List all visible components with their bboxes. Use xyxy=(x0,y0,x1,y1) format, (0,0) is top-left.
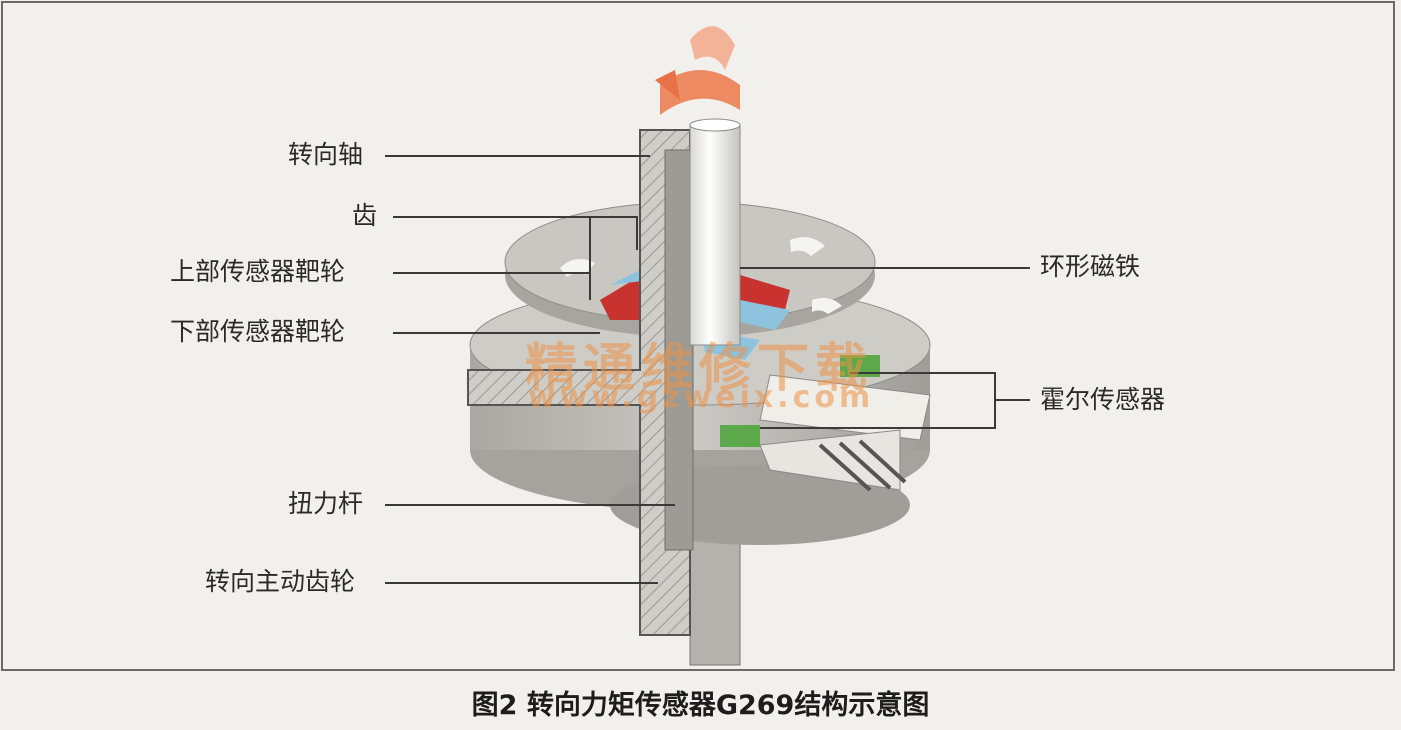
torsion-bar xyxy=(664,149,694,551)
label-pinion-gear: 转向主动齿轮 xyxy=(205,567,356,596)
watermark-text: 精通维修下载 xyxy=(525,338,874,399)
steering-shaft xyxy=(689,118,741,346)
watermark-url: www.gzweix.com xyxy=(528,380,875,415)
label-lower-target-wheel: 下部传感器靶轮 xyxy=(170,317,346,346)
diagram-border xyxy=(1,1,1395,671)
rotation-arrow-icon xyxy=(655,26,740,115)
label-upper-target-wheel: 上部传感器靶轮 xyxy=(170,257,346,286)
label-steering-shaft: 转向轴 xyxy=(288,140,364,169)
hall-sensor xyxy=(720,355,931,492)
label-teeth: 齿 xyxy=(352,201,378,230)
label-hall-sensor: 霍尔传感器 xyxy=(1040,385,1166,414)
figure-caption: 图2 转向力矩传感器G269结构示意图 xyxy=(471,690,930,721)
label-torsion-bar: 扭力杆 xyxy=(288,489,364,518)
leader-lines xyxy=(385,155,1030,584)
label-ring-magnet: 环形磁铁 xyxy=(1040,252,1141,281)
